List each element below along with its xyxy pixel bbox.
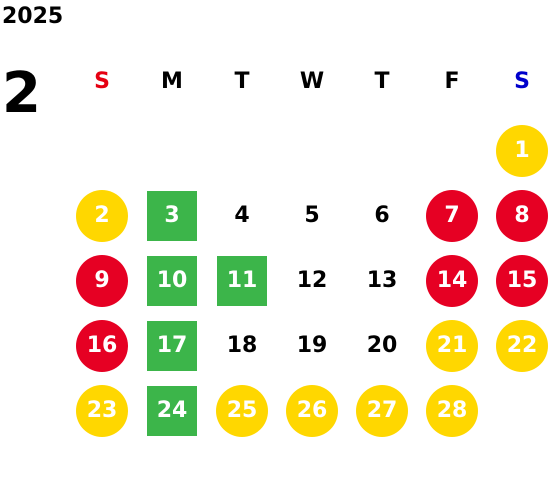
- day-cell[interactable]: 9: [67, 248, 137, 313]
- day-cell[interactable]: 20: [347, 313, 417, 378]
- day-cell[interactable]: 27: [347, 378, 417, 443]
- day-number: 28: [426, 384, 478, 437]
- day-number: 22: [496, 319, 548, 372]
- day-cell[interactable]: 18: [207, 313, 277, 378]
- day-number: 27: [356, 384, 408, 437]
- day-cell[interactable]: 19: [277, 313, 347, 378]
- day-number: 26: [286, 384, 338, 437]
- day-cell[interactable]: 17: [137, 313, 207, 378]
- day-cell[interactable]: 6: [347, 183, 417, 248]
- day-number: 13: [366, 268, 398, 293]
- day-cell[interactable]: 26: [277, 378, 347, 443]
- day-cell[interactable]: 12: [277, 248, 347, 313]
- day-cell[interactable]: 22: [487, 313, 548, 378]
- day-number: 25: [216, 384, 268, 437]
- weekday-header-0: S: [94, 69, 110, 94]
- day-number: 10: [147, 255, 197, 306]
- day-number: 16: [76, 319, 128, 372]
- day-cell[interactable]: 1: [487, 118, 548, 183]
- day-cell[interactable]: 4: [207, 183, 277, 248]
- weekday-header-1: M: [161, 69, 183, 94]
- day-number: 3: [147, 190, 197, 241]
- day-number: 9: [76, 254, 128, 307]
- day-number: 6: [374, 203, 390, 228]
- day-number: 20: [366, 333, 398, 358]
- day-number: 21: [426, 319, 478, 372]
- day-number: 17: [147, 320, 197, 371]
- day-number: 2: [76, 189, 128, 242]
- day-number: 5: [304, 203, 320, 228]
- day-cell[interactable]: 11: [207, 248, 277, 313]
- day-number: 15: [496, 254, 548, 307]
- day-number: 18: [226, 333, 258, 358]
- day-cell[interactable]: 13: [347, 248, 417, 313]
- day-number: 23: [76, 384, 128, 437]
- day-cell[interactable]: 24: [137, 378, 207, 443]
- day-cell[interactable]: 21: [417, 313, 487, 378]
- weekday-header-3: W: [299, 69, 325, 94]
- day-number: 11: [217, 255, 267, 306]
- day-cell[interactable]: 8: [487, 183, 548, 248]
- month-number: 2: [2, 61, 41, 126]
- weekday-header-5: F: [444, 69, 460, 94]
- year-label: 2025: [2, 4, 64, 29]
- weekday-header-6: S: [514, 69, 530, 94]
- day-number: 8: [496, 189, 548, 242]
- weekday-header-2: T: [234, 69, 250, 94]
- day-cell[interactable]: 28: [417, 378, 487, 443]
- day-cell[interactable]: 14: [417, 248, 487, 313]
- day-cell[interactable]: 16: [67, 313, 137, 378]
- day-number: 14: [426, 254, 478, 307]
- day-cell[interactable]: 3: [137, 183, 207, 248]
- day-cell[interactable]: 23: [67, 378, 137, 443]
- day-cell[interactable]: 10: [137, 248, 207, 313]
- day-cell[interactable]: 5: [277, 183, 347, 248]
- day-cell[interactable]: 7: [417, 183, 487, 248]
- day-number: 4: [234, 203, 250, 228]
- day-cell[interactable]: 2: [67, 183, 137, 248]
- day-number: 7: [426, 189, 478, 242]
- day-number: 1: [496, 124, 548, 177]
- day-number: 19: [296, 333, 328, 358]
- day-number: 24: [147, 385, 197, 436]
- day-number: 12: [296, 268, 328, 293]
- weekday-header-4: T: [374, 69, 390, 94]
- day-cell[interactable]: 25: [207, 378, 277, 443]
- day-cell[interactable]: 15: [487, 248, 548, 313]
